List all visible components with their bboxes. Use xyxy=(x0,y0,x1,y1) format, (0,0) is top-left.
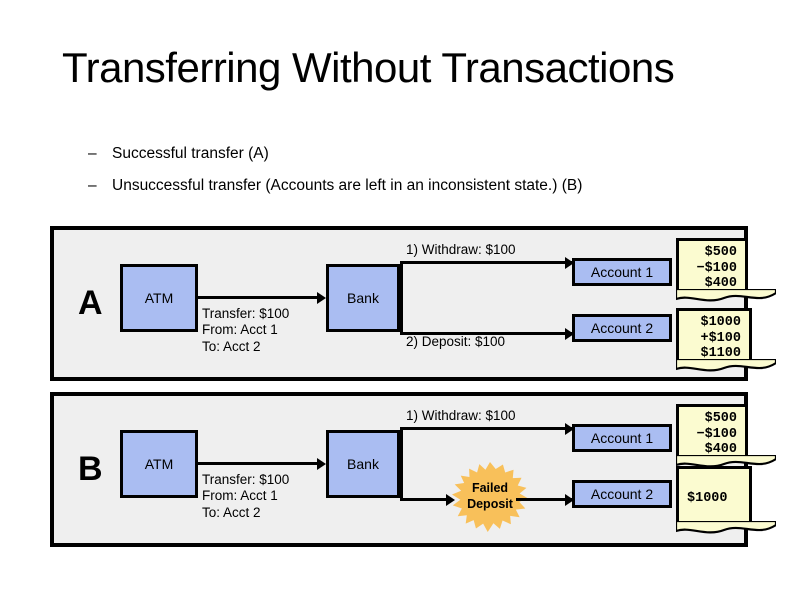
bullet-text: Unsuccessful transfer (Accounts are left… xyxy=(112,176,583,194)
withdraw-arrow-head-icon xyxy=(565,257,574,269)
transfer-edge-label: Transfer: $100 From: Acct 1 To: Acct 2 xyxy=(202,472,290,520)
panel-letter-b: B xyxy=(78,450,103,488)
atm-label: ATM xyxy=(144,290,174,306)
bullet-dash-icon: – xyxy=(88,176,97,194)
account2-balance-note: $1000 xyxy=(676,466,776,524)
deposit-arrow-head-icon xyxy=(446,494,455,506)
torn-edge-icon xyxy=(676,358,776,375)
bank-label: Bank xyxy=(347,290,379,306)
note-line-start: $500 xyxy=(704,245,737,260)
deposit-edge-label: 2) Deposit: $100 xyxy=(406,334,506,349)
page-title: Transferring Without Transactions xyxy=(62,44,675,91)
atm-node: ATM xyxy=(120,264,198,332)
account2-balance-note: $1000 +$100 $1100 xyxy=(676,308,776,362)
withdraw-arrow-head-icon xyxy=(565,423,574,435)
torn-edge-icon xyxy=(676,454,776,471)
withdraw-edge-label: 1) Withdraw: $100 xyxy=(406,408,516,423)
note-line-result: $400 xyxy=(704,442,737,458)
torn-edge-icon xyxy=(676,288,776,305)
transfer-arrow-head-icon xyxy=(317,458,326,470)
list-item: – Unsuccessful transfer (Accounts are le… xyxy=(88,177,768,196)
withdraw-arrow-line xyxy=(400,261,572,264)
account1-node: Account 1 xyxy=(572,258,672,286)
failed-deposit-badge: Failed Deposit xyxy=(452,462,528,532)
bullet-text: Successful transfer (A) xyxy=(112,145,269,162)
bullet-list: – Successful transfer (A) – Unsuccessful… xyxy=(88,145,768,208)
transfer-edge-label: Transfer: $100 From: Acct 1 To: Acct 2 xyxy=(202,306,290,354)
bank-branch-connector xyxy=(400,261,403,335)
account2-node: Account 2 xyxy=(572,314,672,342)
withdraw-arrow-line xyxy=(400,427,572,430)
bullet-dash-icon: – xyxy=(88,145,97,162)
note-line-balance: $1000 xyxy=(687,490,728,506)
deposit-arrow-line xyxy=(400,332,572,335)
atm-node: ATM xyxy=(120,430,198,498)
withdraw-edge-label: 1) Withdraw: $100 xyxy=(406,242,516,257)
atm-label: ATM xyxy=(144,456,174,472)
note-line-result: $400 xyxy=(704,276,737,292)
list-item: – Successful transfer (A) xyxy=(88,145,768,164)
bank-node: Bank xyxy=(326,264,400,332)
deposit-arrow-head-icon xyxy=(565,494,574,506)
diagram-panel-b: B ATM Transfer: $100 From: Acct 1 To: Ac… xyxy=(50,392,776,547)
bank-label: Bank xyxy=(347,456,379,472)
failed-deposit-line2: Deposit xyxy=(467,497,513,511)
note-line-start: $1000 xyxy=(700,315,741,330)
note-line-start: $500 xyxy=(704,411,737,426)
account1-balance-note: $500 −$100 $400 xyxy=(676,404,776,458)
account2-node: Account 2 xyxy=(572,480,672,508)
note-line-delta: −$100 xyxy=(696,426,737,442)
account2-label: Account 2 xyxy=(590,320,654,336)
account1-label: Account 1 xyxy=(590,430,654,446)
diagram-panel-a: A ATM Transfer: $100 From: Acct 1 To: Ac… xyxy=(50,226,776,381)
transfer-arrow-line xyxy=(198,296,318,299)
account1-balance-note: $500 −$100 $400 xyxy=(676,238,776,292)
transfer-arrow-head-icon xyxy=(317,292,326,304)
torn-edge-icon xyxy=(676,521,776,537)
panel-letter-a: A xyxy=(78,284,103,322)
bank-node: Bank xyxy=(326,430,400,498)
account1-node: Account 1 xyxy=(572,424,672,452)
deposit-arrow-line-from-failure xyxy=(516,498,572,501)
deposit-arrow-head-icon xyxy=(565,328,574,340)
note-line-delta: −$100 xyxy=(696,260,737,276)
bank-branch-connector xyxy=(400,427,403,501)
note-line-delta: +$100 xyxy=(700,330,741,346)
account1-label: Account 1 xyxy=(590,264,654,280)
note-line-result: $1100 xyxy=(700,346,741,362)
failed-deposit-line1: Failed xyxy=(471,481,509,496)
deposit-arrow-line-to-failure xyxy=(400,498,452,501)
account2-label: Account 2 xyxy=(590,486,654,502)
transfer-arrow-line xyxy=(198,462,318,465)
